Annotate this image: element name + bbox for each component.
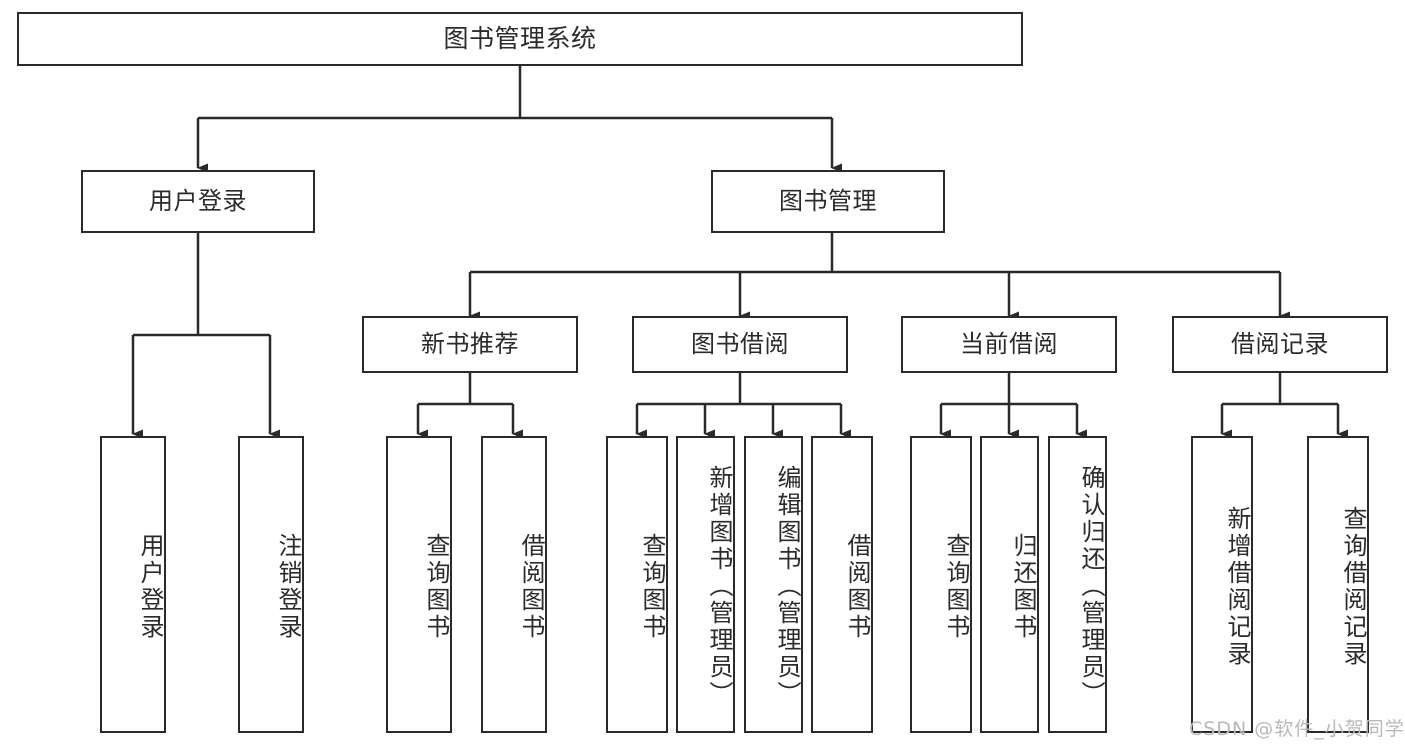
node-label: 新增借阅记录 bbox=[1223, 505, 1251, 668]
node-leaf-add-book[interactable]: 新增图书（管理员） bbox=[676, 436, 735, 733]
node-leaf-borrow-book-1[interactable]: 借阅图书 bbox=[481, 436, 547, 733]
node-leaf-logout-login[interactable]: 注销登录 bbox=[238, 436, 304, 733]
current-borrow-to-leaves-connectors bbox=[939, 373, 1087, 439]
node-label: 图书管理 bbox=[779, 187, 877, 216]
node-book-borrow[interactable]: 图书借阅 bbox=[632, 316, 848, 373]
node-label: 注销登录 bbox=[274, 532, 302, 641]
node-leaf-query-book-1[interactable]: 查询图书 bbox=[386, 436, 452, 733]
node-label: 当前借阅 bbox=[960, 330, 1058, 359]
node-user-login[interactable]: 用户登录 bbox=[81, 170, 315, 233]
new-book-recommend-to-leaves-connectors bbox=[416, 373, 523, 439]
root-to-level2-connectors bbox=[196, 66, 842, 173]
node-leaf-query-book-3[interactable]: 查询图书 bbox=[910, 436, 972, 733]
node-current-borrow[interactable]: 当前借阅 bbox=[901, 316, 1117, 373]
user-login-to-leaves-connectors bbox=[131, 233, 280, 439]
node-leaf-borrow-book-2[interactable]: 借阅图书 bbox=[811, 436, 873, 733]
node-label: 图书管理系统 bbox=[443, 24, 597, 53]
node-borrow-record[interactable]: 借阅记录 bbox=[1172, 316, 1388, 373]
node-label: 图书借阅 bbox=[691, 330, 789, 359]
node-label: 归还图书 bbox=[1009, 532, 1037, 641]
node-label: 用户登录 bbox=[136, 532, 164, 641]
node-leaf-user-login[interactable]: 用户登录 bbox=[100, 436, 166, 733]
book-borrow-to-leaves-connectors bbox=[635, 373, 851, 439]
node-label: 用户登录 bbox=[149, 187, 247, 216]
node-label: 查询图书 bbox=[638, 532, 666, 641]
node-label: 借阅图书 bbox=[517, 532, 545, 641]
node-label: 借阅图书 bbox=[843, 532, 871, 641]
node-label: 确认归还（管理员） bbox=[1077, 465, 1105, 708]
node-label: 查询图书 bbox=[422, 532, 450, 641]
node-label: 新书推荐 bbox=[421, 330, 519, 359]
book-management-to-level3-connectors bbox=[468, 233, 1290, 321]
node-leaf-query-book-2[interactable]: 查询图书 bbox=[606, 436, 668, 733]
node-label: 编辑图书（管理员） bbox=[773, 465, 801, 708]
node-leaf-query-record[interactable]: 查询借阅记录 bbox=[1307, 436, 1369, 733]
node-leaf-return-book[interactable]: 归还图书 bbox=[980, 436, 1039, 733]
node-leaf-edit-book[interactable]: 编辑图书（管理员） bbox=[744, 436, 803, 733]
node-leaf-confirm-return[interactable]: 确认归还（管理员） bbox=[1048, 436, 1107, 733]
node-new-book-recommend[interactable]: 新书推荐 bbox=[362, 316, 578, 373]
node-root-system[interactable]: 图书管理系统 bbox=[17, 12, 1023, 66]
node-label: 查询图书 bbox=[942, 532, 970, 641]
node-book-management[interactable]: 图书管理 bbox=[711, 170, 945, 233]
borrow-record-to-leaves-connectors bbox=[1220, 373, 1348, 439]
node-label: 查询借阅记录 bbox=[1339, 505, 1367, 668]
node-label: 借阅记录 bbox=[1231, 330, 1329, 359]
node-label: 新增图书（管理员） bbox=[705, 465, 733, 708]
node-leaf-add-record[interactable]: 新增借阅记录 bbox=[1191, 436, 1253, 733]
